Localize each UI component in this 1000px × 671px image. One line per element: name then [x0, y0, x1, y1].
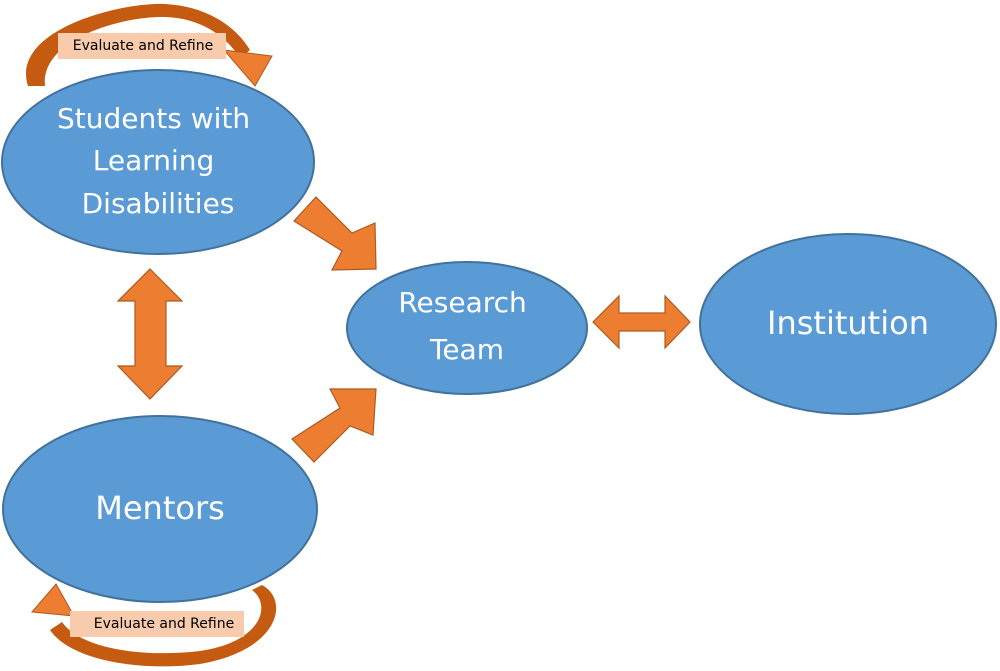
students-evaluate-loop: Evaluate and Refine: [26, 3, 273, 87]
research-team-ellipse: [346, 261, 588, 395]
arrow-research-team-institution-bidirectional: [592, 294, 691, 350]
students-label-line-1: Students with: [57, 102, 250, 135]
students-label-line-2: Learning: [93, 144, 215, 177]
students-ellipse: [1, 69, 315, 255]
students-node: Students with Learning Disabilities: [1, 69, 315, 255]
institution-node: Institution: [699, 233, 997, 415]
students-loop-arc: [26, 3, 251, 86]
students-label-line-3: Disabilities: [82, 187, 235, 220]
research-team-label-line-1: Research: [398, 286, 526, 319]
mentors-loop-arrowhead: [30, 583, 75, 617]
arrow-students-to-research-team: [293, 196, 377, 271]
mentors-label: Mentors: [95, 489, 225, 527]
research-team-node: Research Team: [346, 261, 588, 395]
mentors-loop-label: Evaluate and Refine: [94, 616, 234, 632]
students-loop-label: Evaluate and Refine: [73, 38, 213, 54]
institution-ellipse: [699, 233, 997, 415]
mentors-evaluate-loop: Evaluate and Refine: [30, 583, 277, 667]
institution-label: Institution: [767, 304, 929, 342]
mentors-node: Mentors: [2, 415, 318, 603]
mentors-loop-label-bg: [70, 611, 244, 637]
research-team-label-line-2: Team: [429, 333, 504, 366]
students-loop-label-bg: [58, 33, 226, 59]
arrow-students-mentors-bidirectional: [116, 268, 184, 400]
students-label: Students with Learning Disabilities: [57, 102, 259, 220]
mentors-ellipse: [2, 415, 318, 603]
research-team-label: Research Team: [398, 286, 535, 366]
arrow-mentors-to-research-team: [291, 388, 377, 463]
students-loop-arrowhead: [222, 49, 273, 87]
